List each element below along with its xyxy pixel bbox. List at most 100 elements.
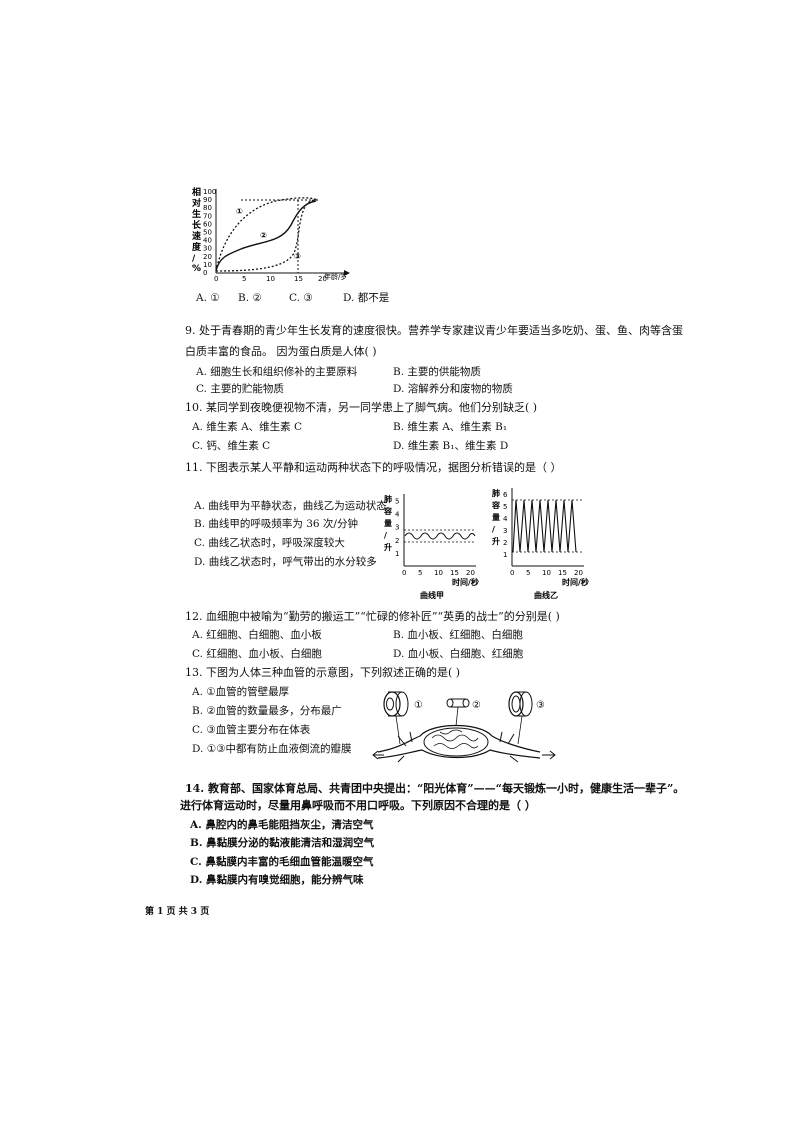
capillary-cross-section	[446, 698, 470, 708]
yi-ytick: 1	[503, 551, 507, 559]
yi-caption: 曲线乙	[534, 590, 558, 600]
jia-xtick: 0	[402, 569, 406, 577]
growth-chart-ylabel: 相 对生长 速度/%	[192, 186, 202, 274]
jia-ylabel-char: 升	[384, 542, 392, 552]
jia-ytick: 3	[395, 524, 399, 532]
growth-ytick: 60	[203, 220, 212, 228]
q10-option-c: C. 钙、维生素 C	[192, 440, 271, 452]
jia-ylabel-char: /	[384, 531, 387, 540]
jia-ylabel-char: 肺	[384, 494, 392, 504]
jia-ylabel-char: 量	[384, 518, 392, 528]
q14-option-c: C. 鼻黏膜内丰富的毛细血管能温暖空气	[190, 856, 374, 868]
q13-stem: 13. 下图为人体三种血管的示意图，下列叙述正确的是( )	[185, 666, 461, 679]
growth-xtick: 15	[294, 275, 303, 283]
jia-caption: 曲线甲	[420, 590, 444, 600]
q9-option-b: B. 主要的供能物质	[393, 366, 481, 378]
q12-option-a: A. 红细胞、白细胞、血小板	[192, 629, 322, 641]
q11-stem: 11. 下图表示某人平静和运动两种状态下的呼吸情况，据图分析错误的是（ ）	[185, 461, 562, 474]
growth-xtick: 5	[242, 275, 246, 283]
yi-ylabel-char: 升	[492, 536, 500, 546]
growth-ytick: 80	[203, 204, 212, 212]
q9-option-c: C. 主要的贮能物质	[196, 383, 284, 395]
q11-option-d: D. 曲线乙状态时，呼气带出的水分较多	[194, 556, 377, 568]
svg-text:对: 对	[192, 197, 201, 209]
jia-xtick: 20	[466, 569, 475, 577]
growth-curve-1	[215, 197, 319, 272]
jia-ytick: 4	[395, 511, 400, 519]
flow-arrow-right	[542, 750, 556, 760]
yi-xtick: 0	[510, 569, 514, 577]
q9-stem-line1: 9. 处于青春期的青少年生长发育的速度很快。营养学专家建议青少年要适当多吃奶、蛋…	[185, 324, 683, 337]
jia-ylabel: 肺容量 / 升	[383, 494, 392, 552]
q8-option-a: A. ①	[196, 292, 220, 304]
page-footer: 第 1 页 共 3 页	[145, 907, 210, 917]
q9-option-a: A. 细胞生长和组织修补的主要原料	[196, 366, 358, 378]
q14-stem-line1: 14. 教育部、国家体育总局、共青团中央提出：“阳光体育”——“每天锻炼一小时，…	[185, 782, 685, 795]
yi-xtick: 5	[526, 569, 530, 577]
yi-ytick: 6	[503, 491, 508, 499]
q9-stem-line2: 白质丰富的食品。 因为蛋白质是人体( )	[185, 345, 377, 358]
q14-option-b: B. 鼻黏膜分泌的黏液能清洁和湿润空气	[190, 837, 375, 849]
capillary-network	[377, 724, 541, 763]
svg-text:速: 速	[192, 230, 201, 242]
q12-option-b: B. 血小板、红细胞、白细胞	[393, 629, 523, 641]
flow-arrow-left	[372, 750, 384, 760]
jia-ytick: 2	[395, 537, 399, 545]
blood-vessel-diagram: ① ② ③	[372, 691, 556, 763]
yi-ylabel-char: 容	[491, 500, 500, 510]
q13-option-d: D. ①③中都有防止血液倒流的瓣膜	[192, 743, 352, 755]
q12-option-d: D. 血小板、白细胞、红细胞	[393, 648, 524, 660]
yi-xtick: 20	[574, 569, 583, 577]
q9-option-d: D. 溶解养分和废物的物质	[393, 383, 513, 395]
q11-option-a: A. 曲线甲为平静状态，曲线乙为运动状态	[194, 500, 387, 512]
vessel-label-2: ②	[472, 700, 481, 711]
jia-xtick: 10	[434, 569, 443, 577]
growth-xtick: 0	[214, 275, 218, 283]
q8-option-b: B. ②	[238, 292, 262, 304]
yi-curve	[512, 499, 577, 553]
yi-ytick: 4	[503, 515, 508, 523]
yi-ylabel-char: 肺	[492, 488, 500, 498]
growth-chart-ylabel-text: 相	[192, 186, 201, 198]
growth-curve-3-label: ③	[294, 252, 301, 261]
yi-ylabel: 肺容量/升	[491, 488, 500, 546]
svg-text:长: 长	[192, 219, 202, 231]
growth-ytick: 70	[203, 212, 212, 220]
q14-option-d: D. 鼻黏膜内有嗅觉细胞，能分辨气味	[190, 874, 364, 886]
q10-option-a: A. 维生素 A、维生素 C	[192, 421, 303, 433]
jia-ylabel-char: 容	[383, 506, 392, 516]
growth-ytick: 10	[203, 261, 212, 269]
q14-option-a: A. 鼻腔内的鼻毛能阻挡灰尘，清洁空气	[190, 819, 374, 831]
yi-ytick: 2	[503, 539, 507, 547]
yi-xtick: 10	[542, 569, 551, 577]
growth-curve-1-label: ①	[236, 207, 243, 216]
yi-ytick: 3	[503, 527, 507, 535]
yi-ylabel-char: 量	[492, 512, 500, 522]
q8-option-c: C. ③	[289, 292, 313, 304]
pointer-line-2	[455, 706, 459, 727]
vein-cross-section	[508, 691, 533, 717]
q12-option-c: C. 红细胞、血小板、白细胞	[192, 648, 322, 660]
artery-cross-section	[383, 691, 409, 717]
svg-text:/: /	[192, 254, 196, 264]
growth-ytick: 20	[203, 253, 212, 261]
jia-curve	[404, 532, 476, 540]
q8-option-d: D. 都不是	[343, 292, 390, 304]
jia-xlabel: 时间/秒	[452, 577, 479, 587]
growth-ytick: 0	[203, 269, 207, 277]
jia-ytick: 5	[395, 498, 399, 506]
growth-xtick: 10	[266, 275, 275, 283]
growth-curve-2-label: ②	[260, 231, 267, 240]
q10-option-b: B. 维生素 A、维生素 B₁	[393, 421, 508, 433]
growth-chart-x-arrow	[344, 270, 350, 276]
svg-text:%: %	[192, 264, 201, 274]
q14-stem-line2: 进行体育运动时，尽量用鼻呼吸而不用口呼吸。下列原因不合理的是（ ）	[180, 799, 536, 812]
growth-ytick: 30	[203, 245, 212, 253]
